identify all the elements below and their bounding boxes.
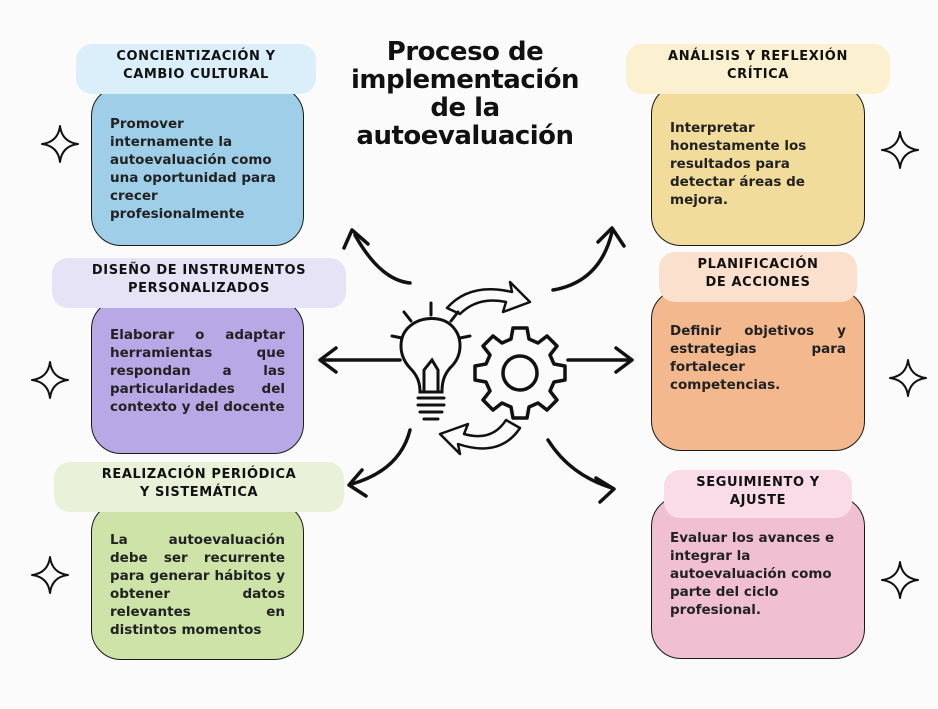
arrow-up-left (353, 233, 412, 285)
step-card-analisis: Interpretar honestamente los resultados … (651, 84, 865, 246)
step-label-line-2: CRÍTICA (727, 67, 789, 82)
step-label-seguimiento: SEGUIMIENTO Y AJUSTE (664, 470, 852, 518)
title-line-4: autoevaluación (356, 121, 574, 151)
step-label-line-2: Y SISTEMÁTICA (139, 485, 259, 500)
step-description: La autoevaluación debe ser recurrente pa… (110, 532, 285, 638)
step-card-concientizacion: Promover internamente la autoevaluación … (91, 86, 304, 246)
step-label-concientizacion: CONCIENTIZACIÓN Y CAMBIO CULTURAL (76, 44, 316, 94)
step-label-line-2: DE ACCIONES (705, 275, 811, 290)
cycle-arrow-bottom (438, 418, 522, 456)
step-label-realizacion: REALIZACIÓN PERIÓDICA Y SISTEMÁTICA (54, 462, 344, 512)
step-label-line-2: PERSONALIZADOS (128, 281, 270, 296)
step-card-seguimiento: Evaluar los avances e integrar la autoev… (651, 496, 865, 659)
step-label-line-2: AJUSTE (729, 493, 787, 508)
arrowhead (594, 476, 616, 504)
step-label-line-1: SEGUIMIENTO Y (696, 475, 820, 490)
step-label-line-1: PLANIFICACIÓN (697, 257, 819, 272)
step-label-diseno: DISEÑO DE INSTRUMENTOS PERSONALIZADOS (52, 258, 346, 308)
cycle-arrow-top (445, 280, 532, 316)
arrow-down-right (546, 438, 614, 490)
sparkle-icon (881, 131, 919, 169)
step-description: Definir objetivos y estrategias para for… (670, 323, 846, 393)
arrow-up-right (551, 230, 614, 292)
sparkle-icon (889, 359, 927, 397)
step-label-line-1: REALIZACIÓN PERIÓDICA (101, 467, 297, 482)
arrowhead (318, 346, 338, 374)
sparkle-icon (31, 361, 69, 399)
step-card-realizacion: La autoevaluación debe ser recurrente pa… (91, 502, 304, 660)
step-description: Promover internamente la autoevaluación … (110, 116, 276, 222)
title-line-1: Proceso de (386, 37, 544, 67)
arrowhead (342, 228, 370, 250)
arrowhead (614, 346, 634, 374)
step-label-planificacion: PLANIFICACIÓN DE ACCIONES (659, 252, 857, 302)
step-label-line-1: DISEÑO DE INSTRUMENTOS (91, 263, 307, 278)
title-line-3: de la (430, 93, 500, 123)
diagram-title: Proceso de implementación de la autoeval… (325, 38, 605, 150)
arrowhead (596, 226, 626, 248)
sparkle-icon (31, 556, 69, 594)
step-label-line-1: CONCIENTIZACIÓN Y (116, 49, 276, 64)
step-card-diseno: Elaborar o adaptar herramientas que resp… (91, 299, 304, 454)
title-line-2: implementación (350, 65, 580, 95)
step-description: Elaborar o adaptar herramientas que resp… (110, 327, 285, 415)
sparkle-icon (41, 125, 79, 163)
arrowhead (347, 468, 368, 498)
lightbulb-icon (390, 301, 472, 421)
step-card-planificacion: Definir objetivos y estrategias para for… (651, 289, 865, 451)
step-description: Interpretar honestamente los resultados … (670, 120, 807, 208)
step-description: Evaluar los avances e integrar la autoev… (670, 530, 835, 618)
step-label-line-1: ANÁLISIS Y REFLEXIÓN (668, 49, 848, 64)
arrow-down-left (350, 428, 412, 486)
step-label-analisis: ANÁLISIS Y REFLEXIÓN CRÍTICA (626, 44, 890, 94)
step-label-line-2: CAMBIO CULTURAL (123, 67, 269, 82)
gear-icon (473, 326, 567, 420)
sparkle-icon (881, 561, 919, 599)
